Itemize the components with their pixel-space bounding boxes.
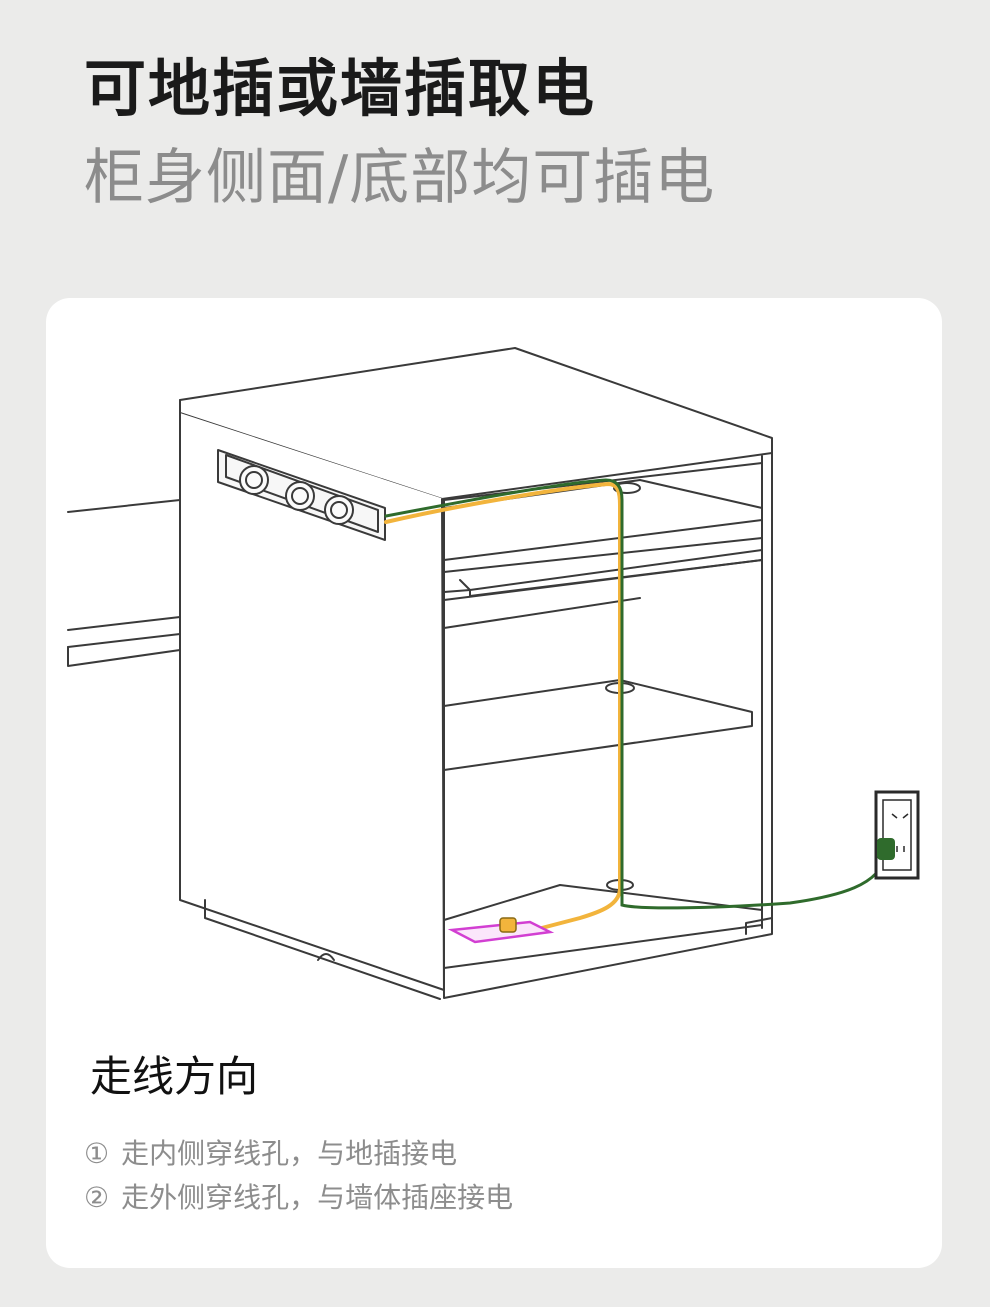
step-text: 走外侧穿线孔，与墙体插座接电 <box>121 1181 514 1214</box>
floor-socket <box>447 917 555 944</box>
step-text: 走内侧穿线孔，与地插接电 <box>121 1137 458 1170</box>
power-strip <box>217 449 386 541</box>
outer-cable <box>384 478 888 910</box>
cabinet-body <box>179 347 773 1000</box>
page-title: 可地插或墙插取电 <box>84 52 597 125</box>
step-number: ① <box>84 1137 110 1170</box>
page-subtitle: 柜身侧面/底部均可插电 <box>84 143 716 213</box>
routing-step-1: ① 走内侧穿线孔，与地插接电 <box>84 1140 457 1168</box>
routing-section-title: 走线方向 <box>90 1052 259 1101</box>
wall-socket <box>874 790 920 880</box>
step-number: ② <box>84 1181 110 1214</box>
inner-cable <box>384 481 622 937</box>
routing-step-2: ② 走外侧穿线孔，与墙体插座接电 <box>84 1184 513 1212</box>
